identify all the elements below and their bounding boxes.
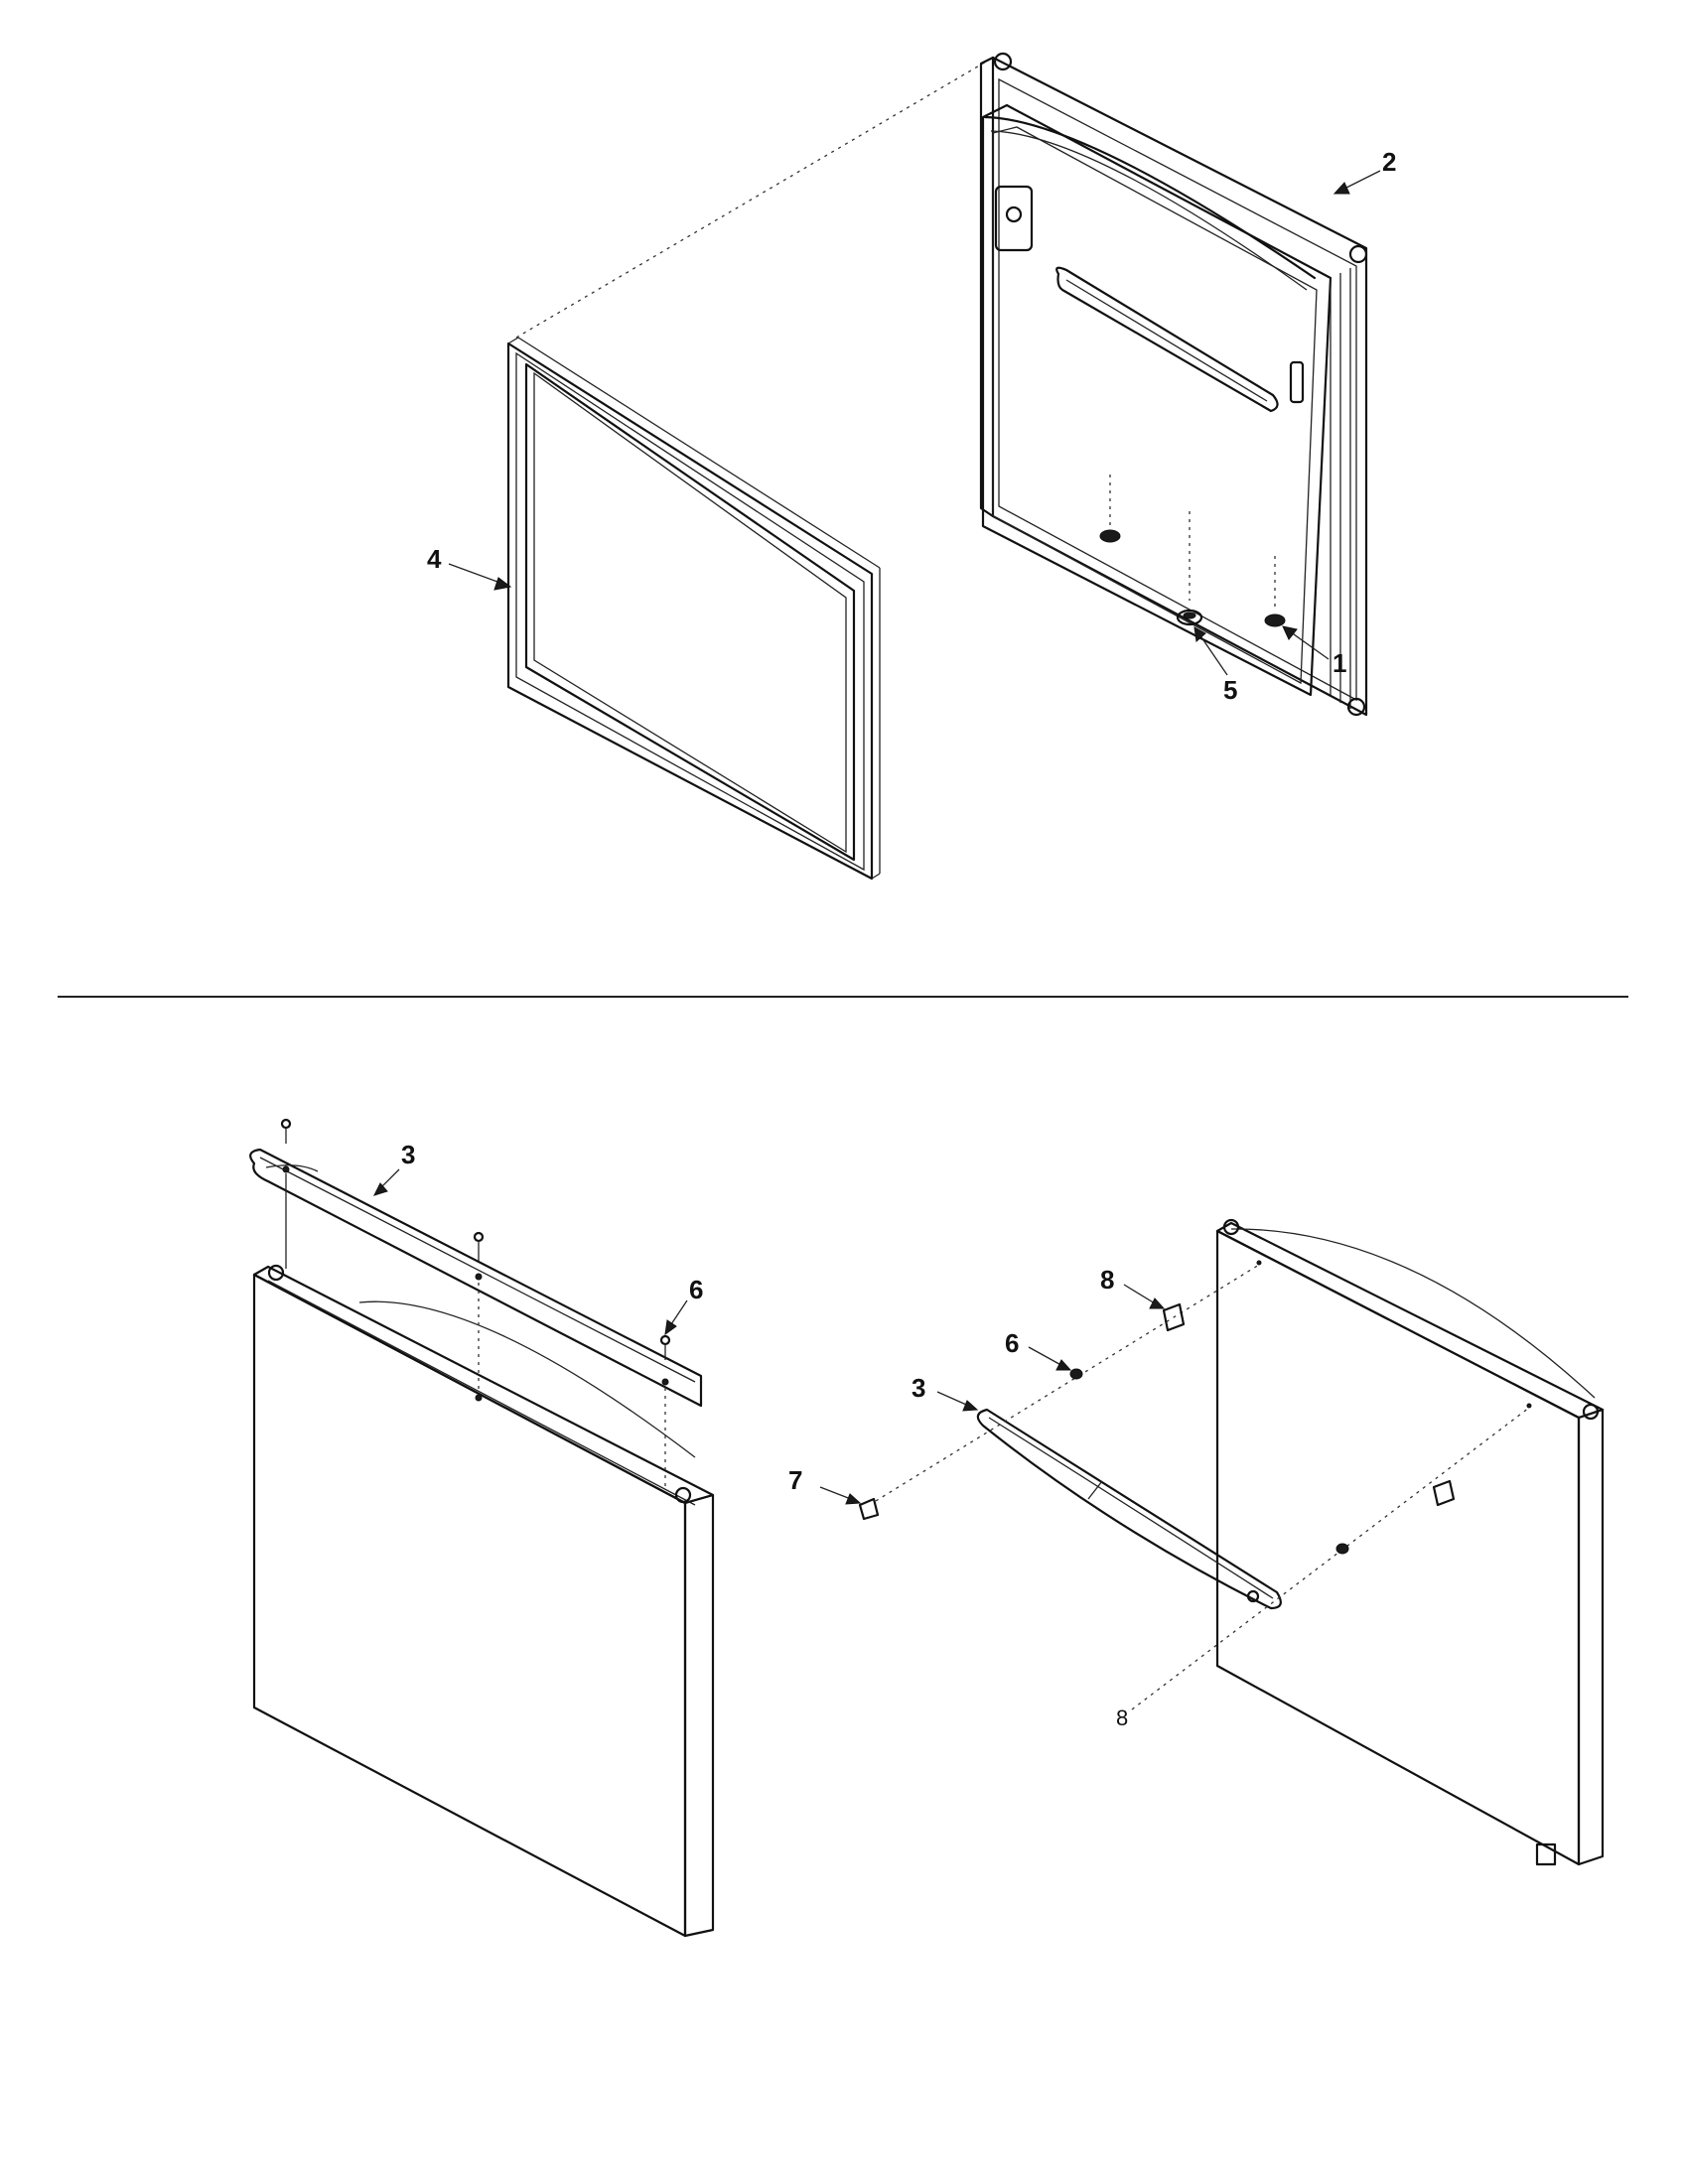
drawer-front-right xyxy=(1217,1220,1603,1864)
assembly-projection-line xyxy=(516,58,993,338)
callout-part-7: 7 xyxy=(788,1465,803,1495)
handle-part-3-right xyxy=(978,1410,1281,1608)
callout-part-6-left: 6 xyxy=(689,1275,704,1304)
callout-part-1: 1 xyxy=(1333,648,1347,678)
callout-part-8-top: 8 xyxy=(1100,1265,1115,1295)
callout-part-6-right: 6 xyxy=(1005,1328,1020,1358)
door-gasket-part-4 xyxy=(508,338,880,879)
leader-arrows-top xyxy=(449,171,1380,675)
callout-part-5: 5 xyxy=(1223,675,1238,705)
callout-part-8-bottom: 8 xyxy=(1116,1706,1129,1730)
drawer-front-left xyxy=(254,1266,713,1936)
callout-part-3-top: 3 xyxy=(401,1140,416,1169)
top-trim-part-3-left xyxy=(250,1150,701,1406)
callout-part-3-bottom: 3 xyxy=(912,1373,926,1403)
door-liner-part-2 xyxy=(981,54,1366,715)
leader-arrows-bottom-left xyxy=(374,1169,687,1334)
trim-screws-part-6-left xyxy=(282,1120,669,1487)
door-screws-part-1-5 xyxy=(1100,475,1285,626)
leader-arrows-bottom-right xyxy=(820,1285,1164,1504)
callout-part-2: 2 xyxy=(1382,147,1397,177)
callout-part-4: 4 xyxy=(427,544,442,574)
handle-hardware-parts-6-7-8 xyxy=(860,1265,1529,1709)
